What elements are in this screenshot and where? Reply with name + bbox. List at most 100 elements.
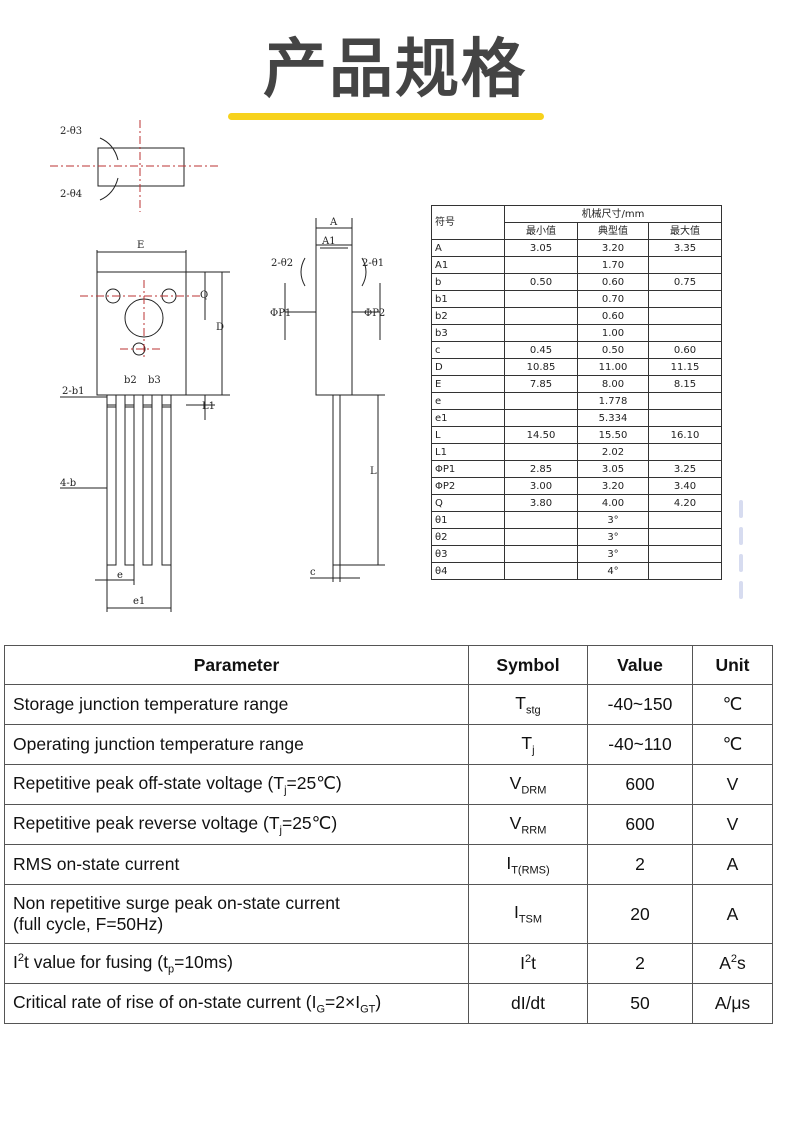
dim-symbol: D — [431, 358, 505, 376]
param-value: -40~150 — [587, 684, 693, 725]
dim-max: 16.10 — [648, 426, 722, 444]
dim-typ: 3.20 — [577, 477, 649, 495]
param-value: 50 — [587, 983, 693, 1024]
dim-symbol: A1 — [431, 256, 505, 274]
param-name: Non repetitive surge peak on-state curre… — [4, 884, 469, 944]
param-symbol: ITSM — [468, 884, 588, 944]
dim-typ: 8.00 — [577, 375, 649, 393]
param-text-tail: =2×I — [325, 991, 361, 1012]
dim-typ: 1.70 — [577, 256, 649, 274]
label-b2: b2 — [124, 375, 137, 386]
param-sub: j — [279, 824, 282, 837]
label-e: e — [117, 570, 123, 581]
symbol-main: V — [509, 772, 522, 793]
param-sub: p — [167, 963, 175, 976]
dim-max — [648, 545, 722, 563]
dim-symbol: θ4 — [431, 562, 505, 580]
dim-symbol: E — [431, 375, 505, 393]
symbol-sub: DRM — [521, 784, 547, 797]
param-row: Non repetitive surge peak on-state curre… — [4, 884, 773, 944]
dim-typ: 4.00 — [577, 494, 649, 512]
dim-max: 4.20 — [648, 494, 722, 512]
dim-min — [504, 256, 578, 274]
dim-typ: 3° — [577, 511, 649, 529]
param-value: 600 — [587, 764, 693, 805]
label-c: c — [310, 567, 316, 578]
dim-max: 3.40 — [648, 477, 722, 495]
param-name-line2: (full cycle, F=50Hz) — [13, 914, 164, 934]
symbol-sub: j — [532, 744, 535, 757]
symbol-sub: T(RMS) — [511, 864, 550, 877]
param-sub2: GT — [360, 1003, 376, 1016]
param-value: -40~110 — [587, 724, 693, 765]
unit-main: A — [726, 854, 739, 874]
dim-header-min: 最小值 — [504, 222, 578, 240]
dim-typ: 3° — [577, 545, 649, 563]
param-name-line1: I2t value for fusing (tp=10ms) — [13, 952, 233, 976]
label-theta1: 2-θ1 — [362, 258, 384, 269]
dim-max: 0.75 — [648, 273, 722, 291]
dim-min: 10.85 — [504, 358, 578, 376]
label-4b: 4-b — [60, 478, 76, 489]
dim-typ: 3.20 — [577, 239, 649, 257]
param-value: 2 — [587, 844, 693, 885]
dim-max — [648, 392, 722, 410]
symbol-sub: RRM — [521, 824, 547, 837]
dim-symbol: c — [431, 341, 505, 359]
symbol-main: I — [520, 953, 525, 973]
param-value: 20 — [587, 884, 693, 944]
page-title: 产品规格 — [263, 33, 527, 107]
label-E: E — [137, 240, 144, 251]
param-text-end: ) — [375, 991, 382, 1012]
header-symbol: Symbol — [468, 645, 588, 685]
dim-typ: 11.00 — [577, 358, 649, 376]
unit-main: A — [719, 953, 731, 973]
dim-max — [648, 324, 722, 342]
label-P2: ΦP2 — [364, 308, 385, 319]
param-symbol: IT(RMS) — [468, 844, 588, 885]
dim-symbol: A — [431, 239, 505, 257]
label-D: D — [216, 322, 224, 333]
dim-typ: 3.05 — [577, 460, 649, 478]
dim-symbol: ΦP1 — [431, 460, 505, 478]
side-decoration — [739, 500, 743, 610]
param-name: RMS on-state current — [4, 844, 469, 885]
dim-symbol: b1 — [431, 290, 505, 308]
unit-tail: s — [737, 953, 746, 973]
dim-min: 3.05 — [504, 239, 578, 257]
dim-typ: 5.334 — [577, 409, 649, 427]
dim-symbol: b3 — [431, 324, 505, 342]
parameter-table: Parameter Symbol Value Unit Storage junc… — [4, 645, 773, 1024]
dim-header-max: 最大值 — [648, 222, 722, 240]
dim-min — [504, 307, 578, 325]
symbol-main: T — [521, 732, 533, 753]
symbol-main: dI/dt — [510, 993, 546, 1013]
dim-min — [504, 528, 578, 546]
param-text: Critical rate of rise of on-state curren… — [13, 991, 317, 1012]
param-text: Repetitive peak reverse voltage (T — [13, 812, 280, 833]
param-text: Repetitive peak off-state voltage (T — [13, 772, 285, 793]
dim-typ: 15.50 — [577, 426, 649, 444]
label-theta3: 2-θ3 — [60, 126, 82, 137]
dim-min — [504, 562, 578, 580]
label-L1: L1 — [202, 401, 215, 412]
symbol-sup: 2 — [524, 953, 532, 966]
dim-symbol: L1 — [431, 443, 505, 461]
param-row: Repetitive peak off-state voltage (Tj=25… — [4, 764, 773, 805]
title-underline — [228, 113, 544, 120]
dim-max: 3.35 — [648, 239, 722, 257]
dim-max — [648, 443, 722, 461]
param-text: Operating junction temperature range — [13, 734, 304, 754]
